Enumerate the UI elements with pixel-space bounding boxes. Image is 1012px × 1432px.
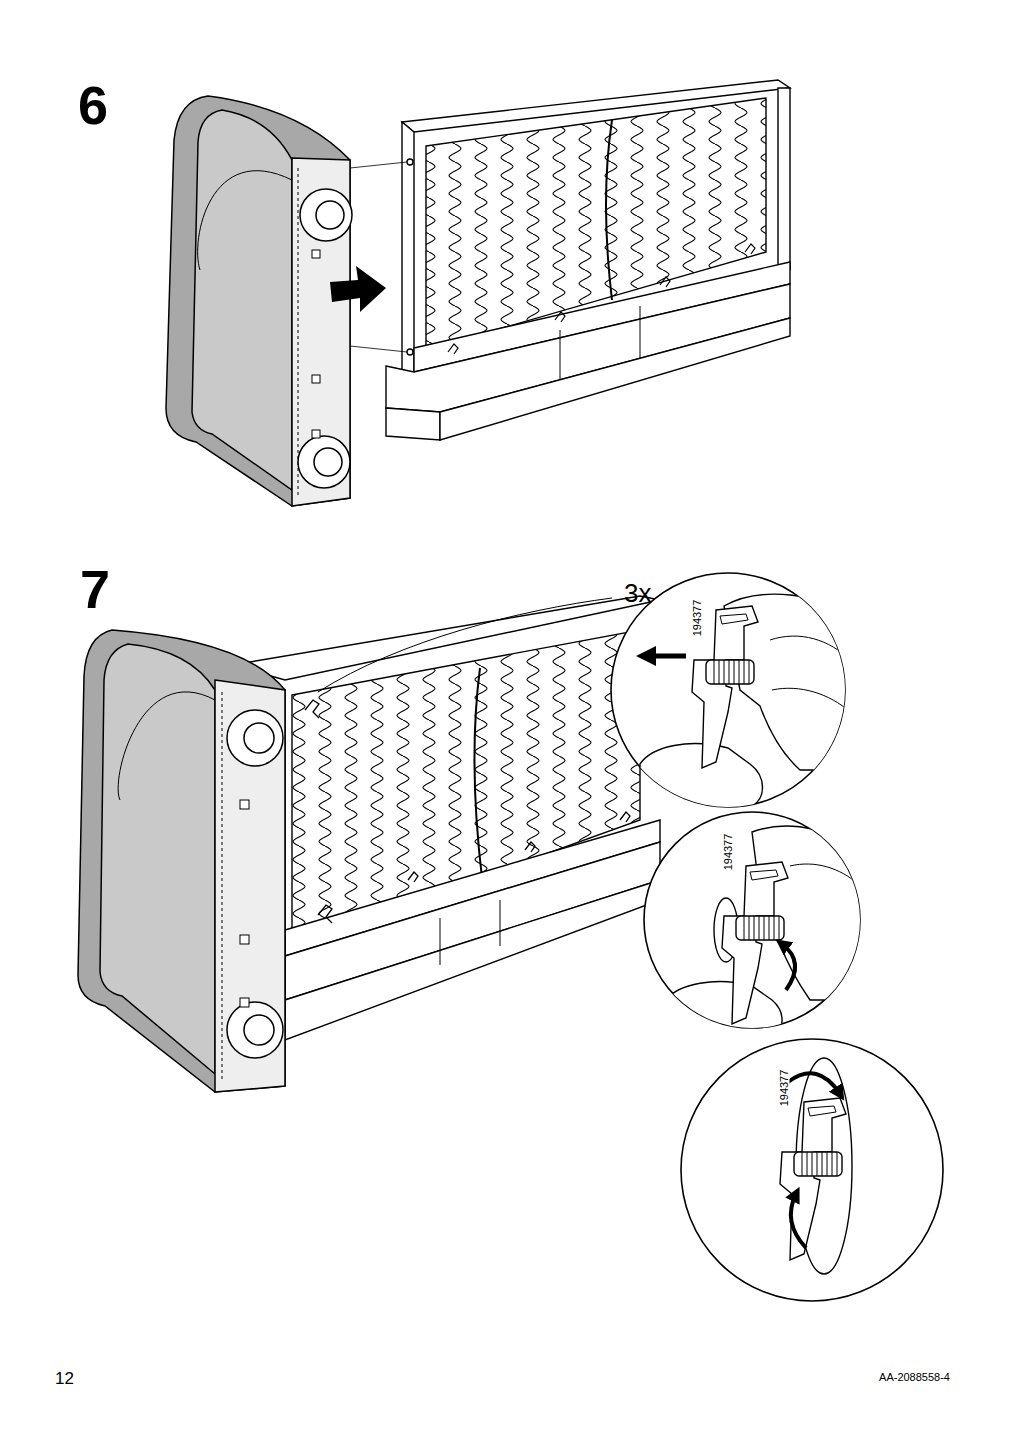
document-code: AA-2088558-4 bbox=[879, 1372, 950, 1383]
detail-callout bbox=[611, 573, 880, 812]
step-number: 6 bbox=[78, 78, 108, 132]
detail-callout bbox=[681, 1039, 943, 1301]
quantity-label: 3x bbox=[624, 580, 651, 606]
armrest bbox=[166, 96, 352, 506]
sofa-frame bbox=[350, 80, 790, 440]
sofa-frame bbox=[232, 596, 660, 1040]
leader-line bbox=[318, 598, 612, 692]
armrest bbox=[78, 630, 285, 1092]
step-number: 7 bbox=[80, 562, 110, 616]
part-number: 194377 bbox=[779, 1069, 790, 1108]
page-number: 12 bbox=[55, 1370, 74, 1387]
detail-callout bbox=[644, 812, 870, 1044]
part-number: 194377 bbox=[692, 599, 703, 638]
direction-arrow bbox=[330, 266, 386, 312]
part-number: 194377 bbox=[723, 833, 734, 872]
